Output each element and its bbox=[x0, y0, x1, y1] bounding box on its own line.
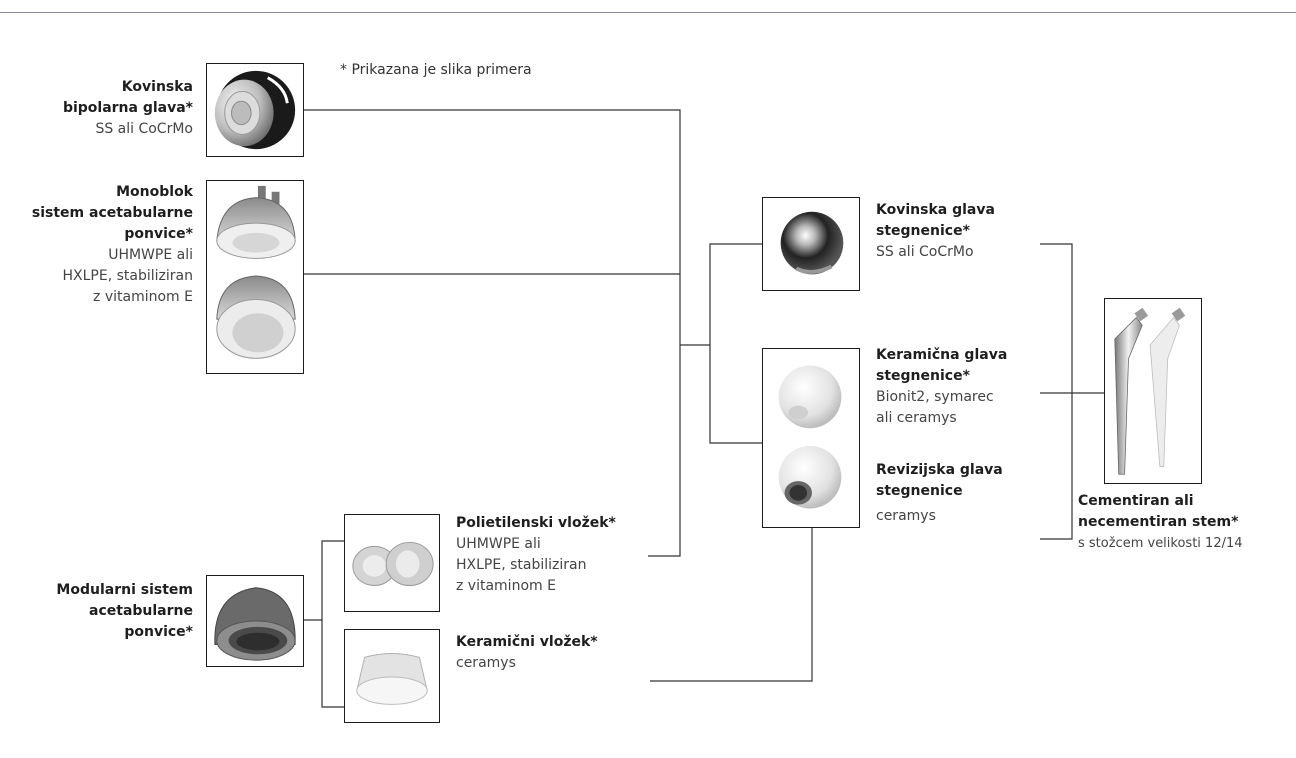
stem-title-2: necementiran stem* bbox=[1078, 514, 1239, 530]
pe-liner-label: Polietilenski vložek* UHMWPE ali HXLPE, … bbox=[456, 513, 646, 597]
bipolar-head-material: SS ali CoCrMo bbox=[95, 121, 193, 137]
bipolar-head-label: Kovinska bipolarna glava* SS ali CoCrMo bbox=[3, 77, 193, 140]
pe-liner-title: Polietilenski vložek* bbox=[456, 515, 616, 531]
example-image-note: * Prikazana je slika primera bbox=[340, 62, 532, 78]
metal-head-title-2: stegnenice* bbox=[876, 223, 970, 239]
connector-bipolar bbox=[304, 109, 681, 557]
bipolar-head-image bbox=[206, 63, 304, 157]
monoblock-cup-image bbox=[206, 180, 304, 374]
monoblock-material-3: z vitaminom E bbox=[93, 289, 193, 305]
connector-heads-bracket bbox=[709, 243, 762, 444]
monoblock-title-1: Monoblok bbox=[116, 184, 193, 200]
stem-label: Cementiran ali necementiran stem* s stož… bbox=[1078, 491, 1288, 554]
bipolar-head-title-2: bipolarna glava* bbox=[62, 100, 193, 116]
modular-title-1: Modularni sistem bbox=[56, 582, 193, 598]
ceramic-liner-title: Keramični vložek* bbox=[456, 634, 598, 650]
revision-head-title-1: Revizijska glava bbox=[876, 462, 1003, 478]
pe-liner-material-1: UHMWPE ali bbox=[456, 536, 541, 552]
ceramic-liner-image bbox=[344, 629, 440, 723]
top-rule bbox=[0, 12, 1296, 13]
ceramic-head-title-1: Keramična glava bbox=[876, 347, 1008, 363]
modular-title-2: acetabularne bbox=[89, 603, 193, 619]
pe-liner-material-3: z vitaminom E bbox=[456, 578, 556, 594]
ceramic-head-material-2: ali ceramys bbox=[876, 410, 957, 426]
monoblock-title-2: sistem acetabularne bbox=[31, 205, 193, 221]
revision-head-title-2: stegnenice bbox=[876, 483, 963, 499]
connector-ceramic-liner bbox=[650, 528, 813, 682]
stem-title-1: Cementiran ali bbox=[1078, 493, 1194, 509]
stem-image bbox=[1104, 298, 1202, 484]
metal-head-image bbox=[762, 197, 860, 291]
revision-head-label: Revizijska glava stegnenice ceramys bbox=[876, 460, 1056, 527]
pe-liner-material-2: HXLPE, stabiliziran bbox=[456, 557, 587, 573]
revision-head-material: ceramys bbox=[876, 508, 936, 524]
ceramic-head-material-1: Bionit2, symarec bbox=[876, 389, 994, 405]
modular-cup-image bbox=[206, 575, 304, 667]
metal-head-label: Kovinska glava stegnenice* SS ali CoCrMo bbox=[876, 200, 1056, 263]
bipolar-head-title-1: Kovinska bbox=[121, 79, 193, 95]
ceramic-head-title-2: stegnenice* bbox=[876, 368, 970, 384]
modular-cup-label: Modularni sistem acetabularne ponvice* bbox=[3, 580, 193, 643]
monoblock-title-3: ponvice* bbox=[124, 226, 193, 242]
ceramic-head-label: Keramična glava stegnenice* Bionit2, sym… bbox=[876, 345, 1056, 429]
monoblock-cup-label: Monoblok sistem acetabularne ponvice* UH… bbox=[0, 182, 193, 308]
metal-head-title-1: Kovinska glava bbox=[876, 202, 995, 218]
ceramic-liner-material: ceramys bbox=[456, 655, 516, 671]
stem-taper: s stožcem velikosti 12/14 bbox=[1078, 536, 1243, 551]
ceramic-liner-label: Keramični vložek* ceramys bbox=[456, 632, 646, 674]
pe-liner-image bbox=[344, 514, 440, 612]
monoblock-material-2: HXLPE, stabiliziran bbox=[62, 268, 193, 284]
metal-head-material: SS ali CoCrMo bbox=[876, 244, 974, 260]
ceramic-heads-image bbox=[762, 348, 860, 528]
modular-title-3: ponvice* bbox=[124, 624, 193, 640]
connector-liners-bracket bbox=[321, 540, 344, 708]
monoblock-material-1: UHMWPE ali bbox=[108, 247, 193, 263]
